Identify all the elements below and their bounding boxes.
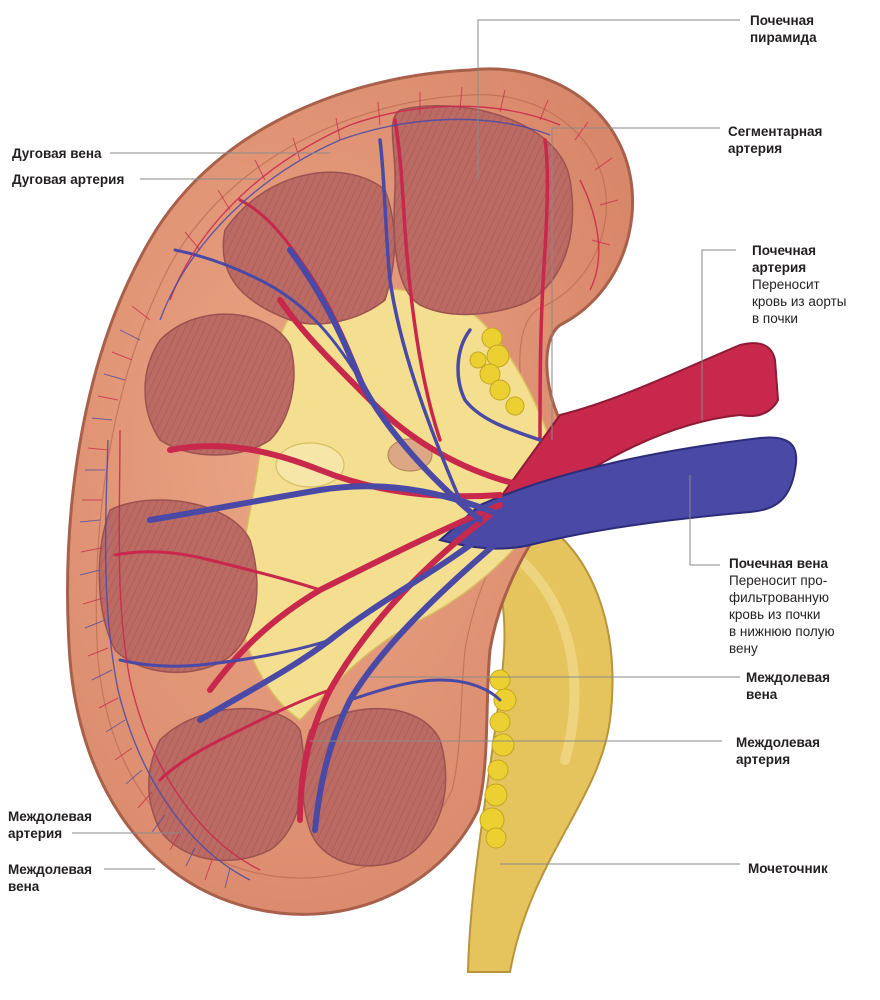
label-text: Междолевая bbox=[8, 862, 93, 877]
label-interlobar-vein-right: Междолевая вена bbox=[746, 669, 830, 703]
leader-lines bbox=[72, 19, 740, 870]
label-text: Междолевая bbox=[736, 735, 821, 750]
label-text: вена bbox=[746, 687, 778, 702]
label-text: Междолевая bbox=[746, 670, 831, 685]
label-renal-pyramid: Почечная пирамида bbox=[750, 12, 817, 46]
fat-lobules bbox=[469, 327, 525, 849]
label-text: артерия bbox=[752, 260, 807, 275]
label-text: Междолевая bbox=[8, 809, 93, 824]
ureter bbox=[466, 518, 614, 973]
label-description: в почки bbox=[752, 311, 798, 326]
label-interlobar-artery-left: Междолевая артерия bbox=[8, 808, 92, 842]
leader-segmental-artery bbox=[551, 127, 720, 440]
pyramid-bottom-left bbox=[148, 707, 305, 862]
pyramid-upper-left bbox=[222, 171, 396, 325]
label-arcuate-artery: Дуговая артерия bbox=[12, 171, 124, 188]
label-text: Мочеточник bbox=[748, 861, 828, 876]
label-ureter: Мочеточник bbox=[748, 860, 828, 877]
label-description: Переносит про- bbox=[729, 573, 828, 588]
label-text: пирамида bbox=[750, 30, 817, 45]
renal-sinus bbox=[239, 287, 561, 721]
label-text: артерия bbox=[8, 826, 63, 841]
leader-renal-artery bbox=[701, 249, 736, 420]
label-renal-artery: Почечная артерия Переносит кровь из аорт… bbox=[752, 242, 846, 327]
label-description: кровь из почки bbox=[729, 607, 821, 622]
label-text: Сегментарная bbox=[728, 124, 823, 139]
leader-renal-pyramid bbox=[477, 19, 740, 180]
label-interlobar-vein-left: Междолевая вена bbox=[8, 861, 92, 895]
pyramid-top bbox=[391, 104, 574, 316]
label-interlobar-artery-right: Междолевая артерия bbox=[736, 734, 820, 768]
arcuate-veins bbox=[104, 118, 551, 881]
venous-branches bbox=[118, 138, 542, 833]
label-text: Почечная bbox=[752, 243, 816, 258]
label-text: Почечная bbox=[750, 13, 814, 28]
cortical-radiate-vessels bbox=[79, 86, 619, 889]
label-description: кровь из аорты bbox=[752, 294, 847, 309]
label-arcuate-vein: Дуговая вена bbox=[12, 145, 102, 162]
label-description: вену bbox=[729, 641, 758, 656]
leader-renal-vein bbox=[689, 475, 720, 566]
label-description: Переносит bbox=[752, 277, 820, 292]
label-text: артерия bbox=[728, 141, 783, 156]
label-text: Дуговая вена bbox=[12, 146, 102, 161]
renal-pyramids bbox=[98, 104, 574, 867]
label-text: Почечная вена bbox=[729, 556, 829, 571]
label-description: в нижнюю полую bbox=[729, 624, 835, 639]
label-text: Дуговая артерия bbox=[12, 172, 125, 187]
label-text: артерия bbox=[736, 752, 791, 767]
pyramid-bottom-right bbox=[301, 707, 447, 867]
label-text: вена bbox=[8, 879, 40, 894]
renal-vein bbox=[437, 436, 798, 550]
label-segmental-artery: Сегментарная артерия bbox=[728, 123, 822, 157]
arcuate-arteries bbox=[118, 105, 600, 871]
label-description: фильтрованную bbox=[729, 590, 830, 605]
pyramid-mid-left bbox=[144, 313, 295, 456]
label-renal-vein: Почечная вена Переносит про- фильтрованн… bbox=[729, 555, 835, 657]
ureter-highlight bbox=[515, 555, 580, 765]
pyramid-lower-left bbox=[98, 499, 258, 674]
